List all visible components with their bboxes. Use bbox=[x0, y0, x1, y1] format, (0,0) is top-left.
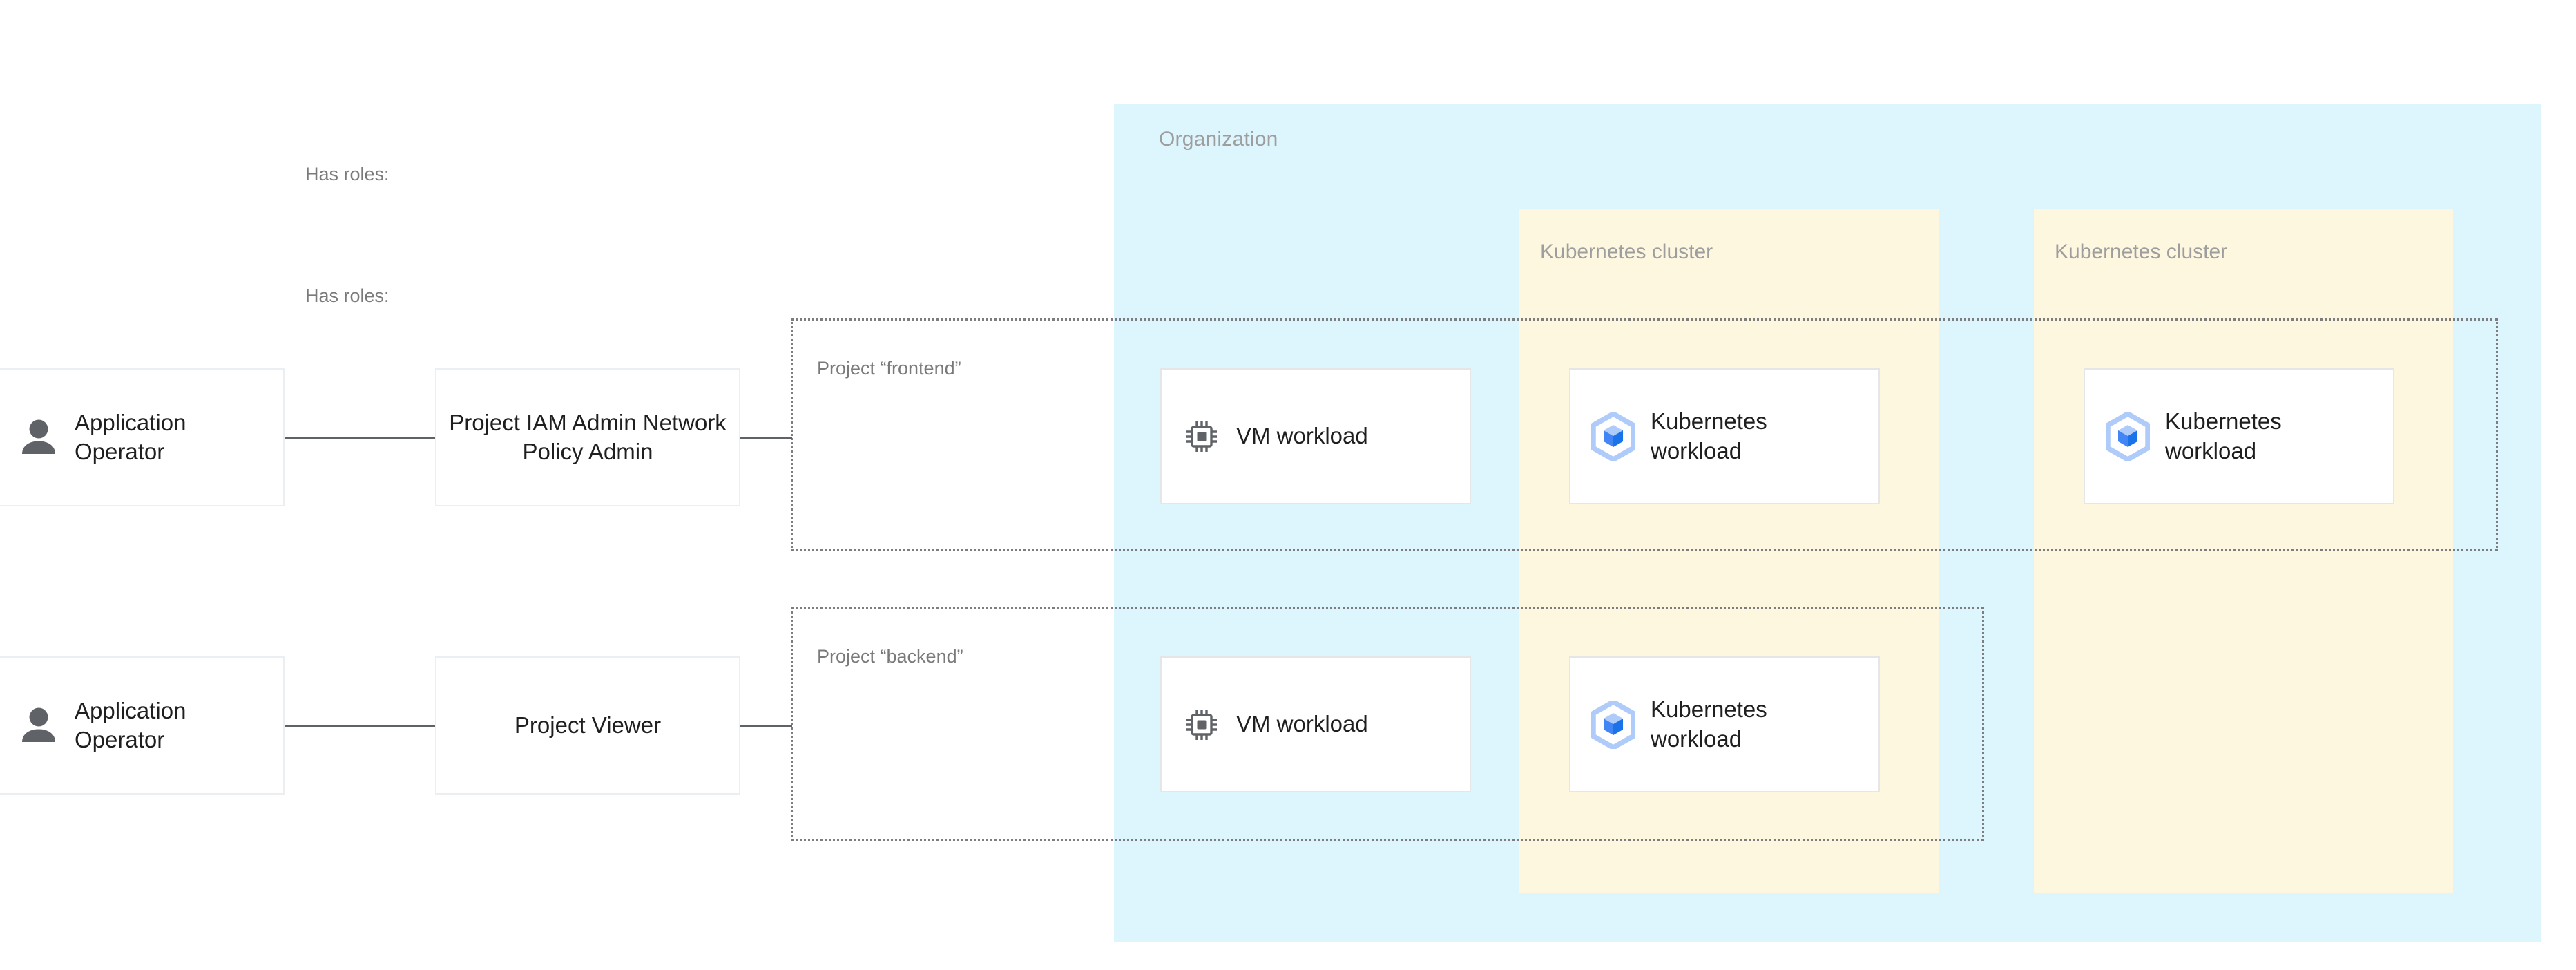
principal-label-1: Application Operator bbox=[75, 409, 186, 464]
workload-label-vm-backend: VM workload bbox=[1236, 711, 1368, 737]
workload-card-kubernetes-frontend-cluster1[interactable]: Kubernetes workload bbox=[1569, 368, 1880, 504]
workload-label-kubernetes-frontend-cluster2: Kubernetes workload bbox=[2165, 408, 2282, 464]
role-box-1[interactable]: Project IAM Admin Network Policy Admin bbox=[435, 368, 740, 506]
connector-role-to-project-1 bbox=[739, 437, 792, 439]
role-label-1: Project IAM Admin Network Policy Admin bbox=[449, 409, 727, 464]
cpu-chip-icon bbox=[1182, 705, 1221, 744]
kubernetes-workload-icon bbox=[1590, 410, 1636, 462]
connector-role-to-project-2 bbox=[739, 725, 792, 727]
organization-label: Organization bbox=[1159, 128, 1278, 151]
principal-box-2[interactable]: Application Operator bbox=[0, 656, 285, 795]
project-boundary-backend bbox=[791, 607, 1984, 841]
workload-card-vm-frontend[interactable]: VM workload bbox=[1160, 368, 1471, 504]
role-label-2: Project Viewer bbox=[514, 712, 662, 738]
workload-card-kubernetes-backend-cluster1[interactable]: Kubernetes workload bbox=[1569, 656, 1880, 792]
workload-label-vm-frontend: VM workload bbox=[1236, 423, 1368, 449]
kubernetes-workload-icon bbox=[1590, 698, 1636, 750]
person-icon bbox=[21, 706, 57, 745]
kubernetes-cluster-label-2: Kubernetes cluster bbox=[2055, 240, 2228, 263]
kubernetes-cluster-label-1: Kubernetes cluster bbox=[1540, 240, 1713, 263]
project-boundary-frontend bbox=[791, 318, 2498, 551]
has-roles-label-2: Has roles: bbox=[305, 285, 390, 306]
person-icon bbox=[21, 418, 57, 457]
workload-card-kubernetes-frontend-cluster2[interactable]: Kubernetes workload bbox=[2084, 368, 2394, 504]
role-box-2[interactable]: Project Viewer bbox=[435, 656, 740, 795]
workload-card-vm-backend[interactable]: VM workload bbox=[1160, 656, 1471, 792]
workload-label-kubernetes-frontend-cluster1: Kubernetes workload bbox=[1651, 408, 1767, 464]
principal-box-1[interactable]: Application Operator bbox=[0, 368, 285, 506]
kubernetes-workload-icon bbox=[2105, 410, 2151, 462]
connector-principal-to-role-2 bbox=[283, 725, 436, 727]
project-label-frontend: Project “frontend” bbox=[817, 358, 961, 379]
principal-label-2: Application Operator bbox=[75, 697, 186, 752]
has-roles-label-1: Has roles: bbox=[305, 164, 390, 184]
workload-label-kubernetes-backend-cluster1: Kubernetes workload bbox=[1651, 696, 1767, 752]
cpu-chip-icon bbox=[1182, 417, 1221, 456]
project-label-backend: Project “backend” bbox=[817, 646, 963, 667]
connector-principal-to-role-1 bbox=[283, 437, 436, 439]
